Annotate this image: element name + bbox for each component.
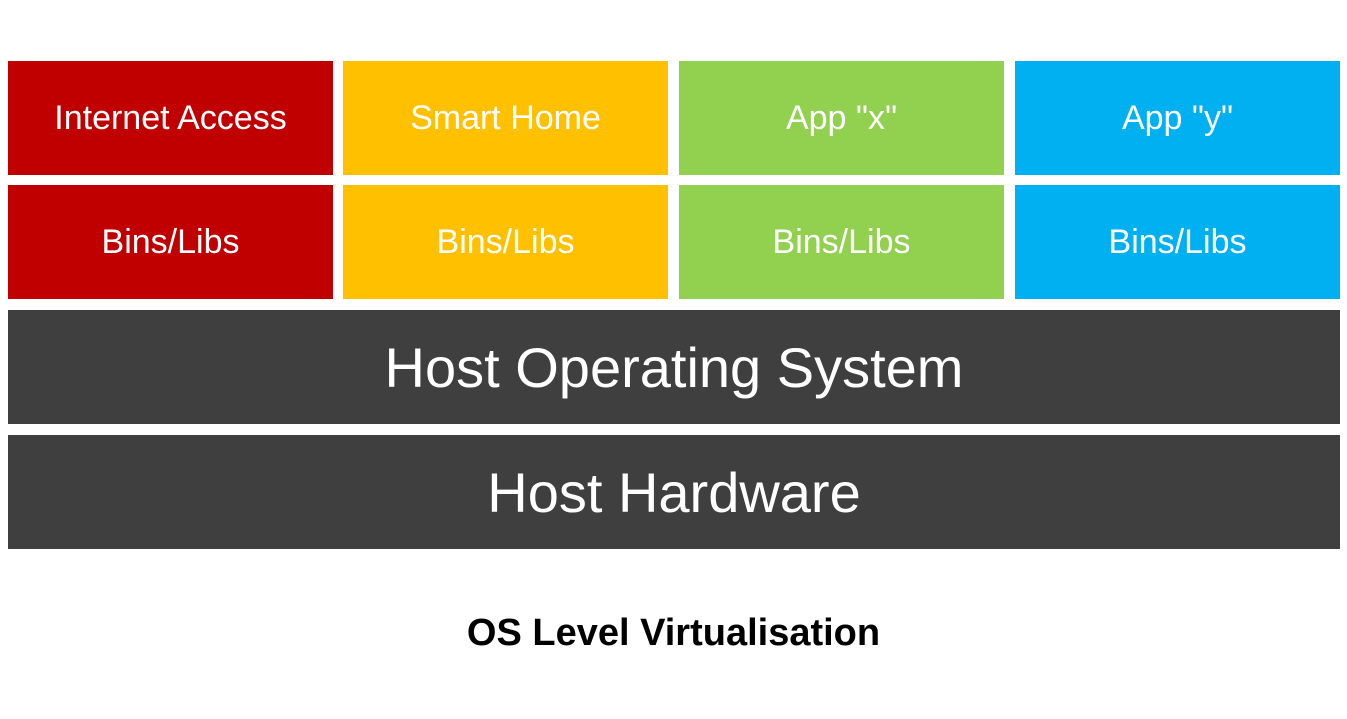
app-box-label: Internet Access <box>54 98 287 137</box>
host-os-label: Host Operating System <box>384 335 964 399</box>
app-box-label: Smart Home <box>410 98 601 137</box>
host-hardware-label: Host Hardware <box>487 460 861 524</box>
bins-libs-label: Bins/Libs <box>436 222 575 261</box>
bins-libs-label: Bins/Libs <box>772 222 911 261</box>
host-operating-system-layer: Host Operating System <box>8 310 1340 424</box>
app-box-internet-access: Internet Access <box>8 61 333 175</box>
bins-libs-box: Bins/Libs <box>1015 185 1340 299</box>
app-box-smart-home: Smart Home <box>343 61 668 175</box>
host-hardware-layer: Host Hardware <box>8 435 1340 549</box>
app-box-app-y: App "y" <box>1015 61 1340 175</box>
bins-libs-box: Bins/Libs <box>8 185 333 299</box>
app-box-label: App "x" <box>785 98 898 137</box>
bins-libs-box: Bins/Libs <box>343 185 668 299</box>
diagram-caption: OS Level Virtualisation <box>466 612 881 654</box>
bins-libs-box: Bins/Libs <box>679 185 1004 299</box>
app-box-app-x: App "x" <box>679 61 1004 175</box>
bins-libs-label: Bins/Libs <box>101 222 240 261</box>
app-box-label: App "y" <box>1121 98 1234 137</box>
bins-libs-label: Bins/Libs <box>1108 222 1247 261</box>
